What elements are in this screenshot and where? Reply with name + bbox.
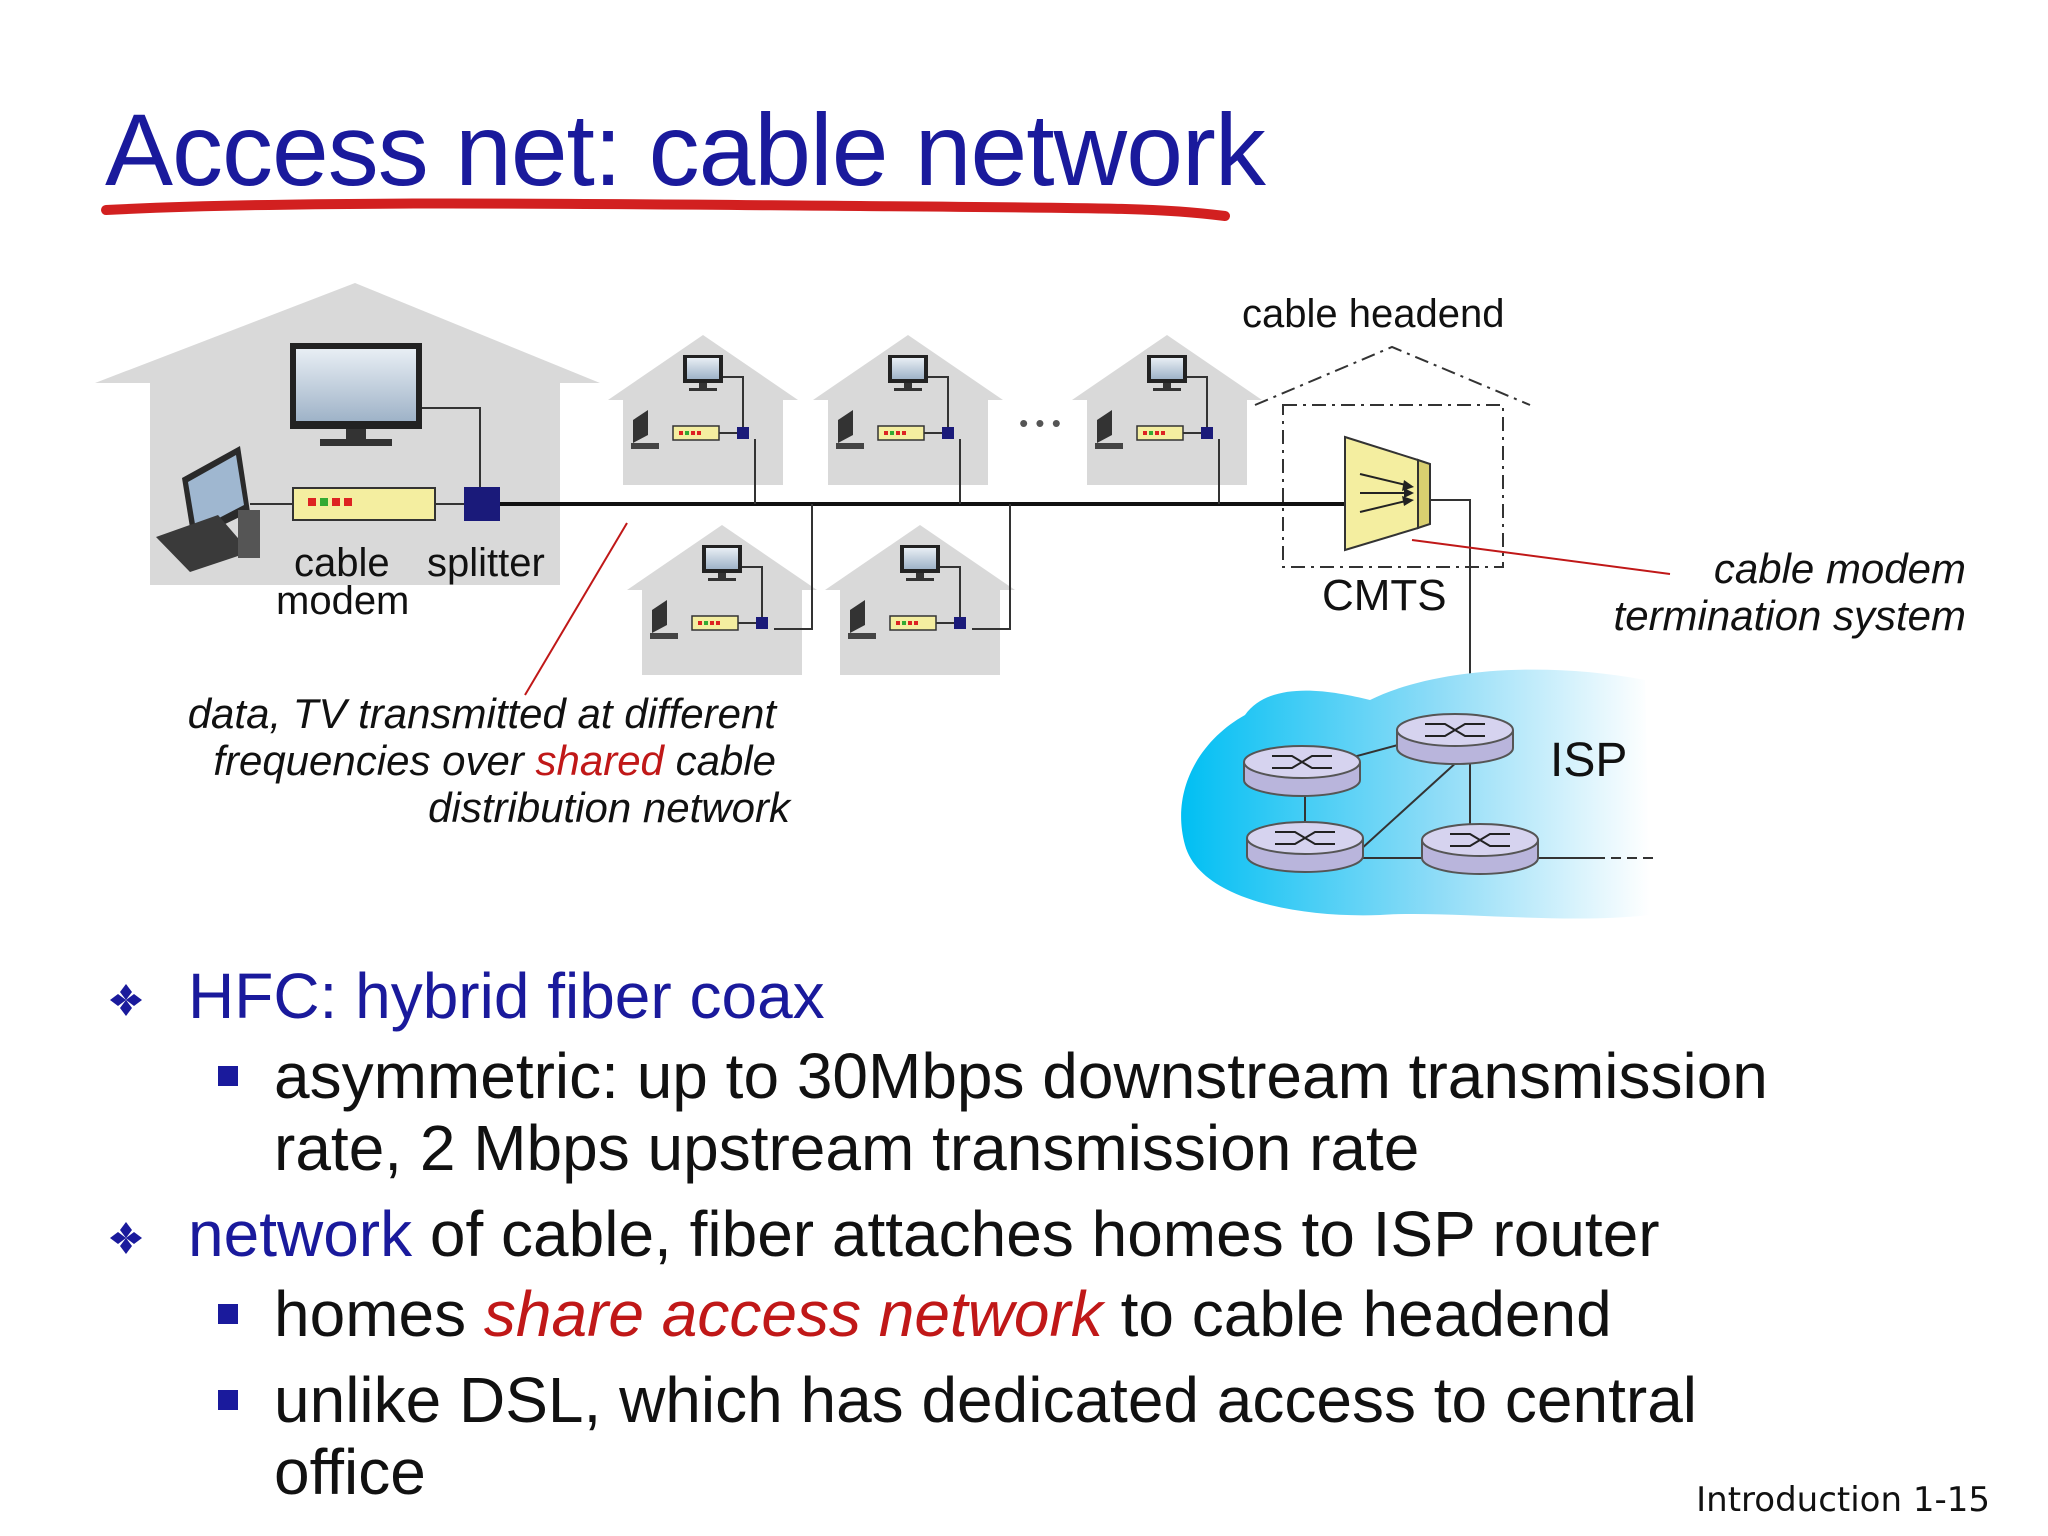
cmts-note-line1: cable modem (1713, 545, 1966, 592)
router-icon (1396, 713, 1514, 765)
bullet-asymmetric-line1: asymmetric: up to 30Mbps downstream tran… (274, 1040, 1768, 1112)
bullet-asymmetric-line2: rate, 2 Mbps upstream transmission rate (274, 1112, 1420, 1184)
home-top-1 (607, 334, 799, 486)
share-access-emphasis: share access network (483, 1278, 1103, 1350)
bullet-hfc: HFC: hybrid fiber coax (108, 960, 2008, 1032)
cable-headend-label: cable headend (1242, 292, 1505, 336)
home-top-2 (812, 334, 1004, 486)
cable-network-diagram: • • • (95, 283, 1671, 919)
cmts-note-line2: termination system (1613, 592, 1966, 639)
diamond-bullet-icon (110, 984, 142, 1016)
bullet-hfc-text: HFC: hybrid fiber coax (188, 960, 825, 1032)
square-bullet-icon (218, 1066, 238, 1086)
title-underline (101, 198, 1230, 221)
shared-emphasis: shared (535, 737, 664, 784)
square-bullet-icon (218, 1390, 238, 1410)
bullet-asymmetric: asymmetric: up to 30Mbps downstream tran… (108, 1040, 2008, 1184)
square-bullet-icon (218, 1304, 238, 1324)
bullet-dsl: unlike DSL, which has dedicated access t… (108, 1364, 2008, 1508)
shared-cable-note: data, TV transmitted at different freque… (187, 690, 790, 831)
slide-footer: Introduction 1-15 (1696, 1480, 1990, 1520)
cmts-pointer (1411, 539, 1671, 575)
bullet-network-text: of cable, fiber attaches homes to ISP ro… (412, 1198, 1660, 1270)
isp-label: ISP (1550, 734, 1628, 787)
computer-icon (156, 446, 260, 572)
cmts-label: CMTS (1322, 571, 1447, 620)
bullet-network-emphasis: network (188, 1198, 413, 1270)
bullet-network: network of cable, fiber attaches homes t… (108, 1198, 2008, 1270)
router-icon (1246, 821, 1364, 873)
splitter-icon (464, 487, 500, 521)
diamond-bullet-icon (110, 1222, 142, 1254)
bullet-dsl-line2: office (274, 1436, 426, 1508)
router-icon (1243, 745, 1361, 797)
home-top-3 (1071, 334, 1263, 486)
cmts-note: cable modem termination system (1614, 545, 1966, 639)
large-home (95, 283, 600, 585)
cable-modem-label-line1: cable (294, 541, 390, 585)
isp-cloud (1181, 669, 1650, 919)
bullet-share: homes share access network to cable head… (108, 1278, 2008, 1350)
home-bottom-1 (626, 524, 818, 676)
shared-note-line2: frequencies over shared cable (213, 737, 776, 784)
more-homes-ellipsis: • • • (1019, 408, 1061, 438)
router-icon (1421, 823, 1539, 875)
splitter-label: splitter (427, 541, 545, 585)
shared-note-line1: data, TV transmitted at different (187, 690, 776, 737)
cmts-icon (1344, 435, 1431, 552)
bullet-dsl-line1: unlike DSL, which has dedicated access t… (274, 1364, 1697, 1436)
shared-note-line3: distribution network (428, 784, 790, 831)
cable-headend-outline (1254, 345, 1531, 568)
tv-icon (290, 343, 422, 446)
cable-modem-icon (292, 487, 436, 521)
home-bottom-2 (824, 524, 1016, 676)
cable-modem-label-line2: modem (276, 579, 410, 623)
page-title: Access net: cable network (105, 93, 1266, 207)
shared-cable-pointer (524, 522, 628, 696)
bullet-list: HFC: hybrid fiber coax asymmetric: up to… (108, 960, 2008, 1522)
